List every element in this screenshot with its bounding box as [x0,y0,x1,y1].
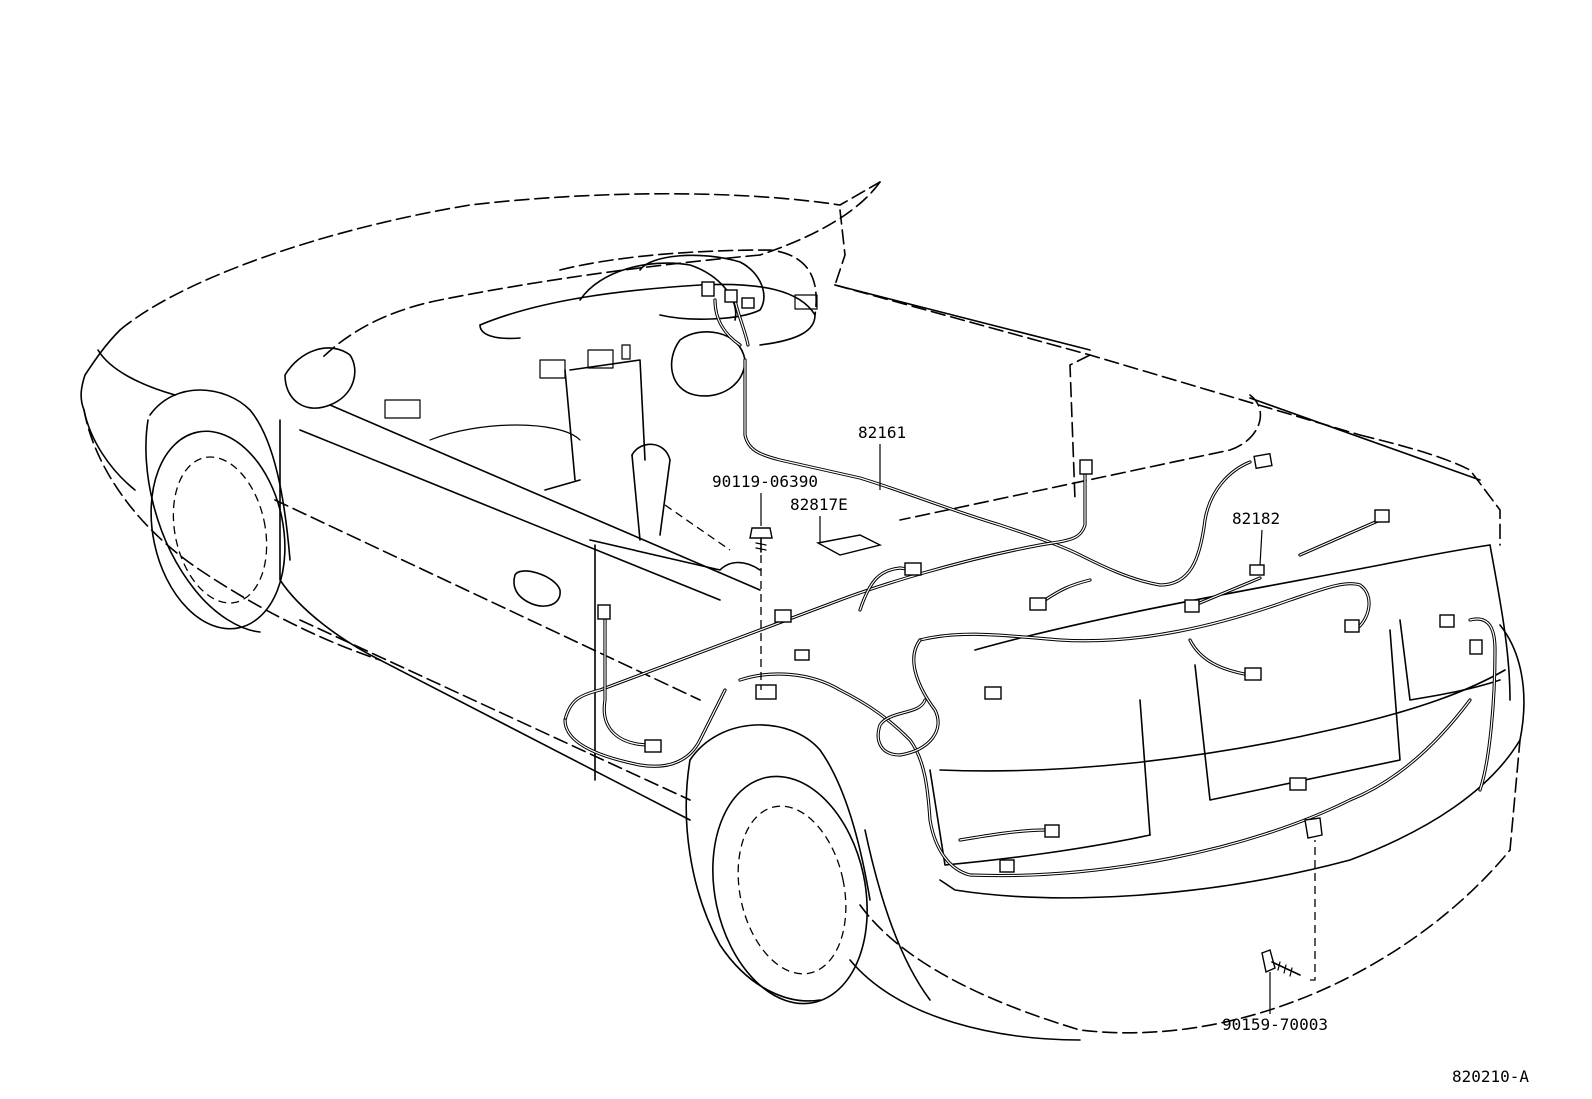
wire-harness-82182 [563,298,1497,878]
interior-outline [384,249,818,781]
figure-code: 820210-A [1452,1067,1529,1086]
label-90119-06390: 90119-06390 [712,472,818,491]
connectors [597,281,1483,873]
wire-harness-82161 [743,358,1252,587]
label-82817E: 82817E [790,495,848,514]
bolt-icon [749,527,773,690]
part-labels: 82161 90119-06390 82817E 82182 90159-700… [712,423,1529,1086]
label-90159-70003: 90159-70003 [1222,1015,1328,1034]
screw-icon [1261,840,1316,981]
label-82182: 82182 [1232,509,1280,528]
label-82161: 82161 [858,423,906,442]
car-body-outline [80,181,1525,1041]
